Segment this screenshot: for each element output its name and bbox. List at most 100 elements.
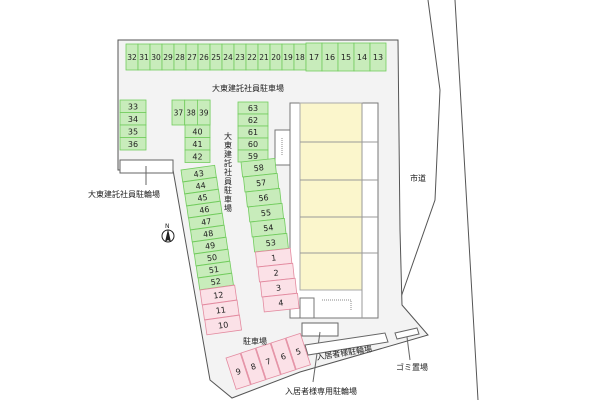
slot-number: 58 bbox=[253, 163, 264, 173]
staff-parking-label: 大東建託社員駐車場 bbox=[212, 83, 284, 93]
slot-box bbox=[285, 332, 311, 370]
slot-number: 49 bbox=[204, 241, 215, 251]
slot-number: 27 bbox=[187, 53, 197, 62]
slot-number: 22 bbox=[247, 53, 257, 62]
staff-parking-slot: 46 bbox=[186, 200, 223, 219]
resident-private-bicycle-label: 入居者様専用駐輪場 bbox=[285, 386, 357, 396]
slot-number: 43 bbox=[193, 169, 204, 179]
building-dividers bbox=[300, 103, 378, 318]
slot-number: 20 bbox=[271, 53, 281, 62]
slot-number: 12 bbox=[213, 290, 224, 300]
slot-number: 25 bbox=[211, 53, 221, 62]
staff-parking-slot: 26 bbox=[197, 43, 211, 71]
slot-number: 1 bbox=[271, 253, 277, 262]
resident-bicycle-area bbox=[304, 332, 389, 356]
city-road-label: 市道 bbox=[410, 173, 426, 183]
slot-box bbox=[119, 137, 147, 151]
road-edge bbox=[399, 0, 441, 301]
resident-parking-slot: 10 bbox=[204, 314, 242, 336]
staff-parking-slot: 24 bbox=[221, 43, 235, 71]
slot-number: 59 bbox=[248, 152, 258, 161]
slot-number: 51 bbox=[208, 265, 219, 275]
garbage-label: ゴミ置場 bbox=[396, 362, 428, 372]
resident-parking-slot: 9 bbox=[225, 352, 251, 390]
slot-box bbox=[369, 42, 387, 72]
slot-number: 50 bbox=[206, 253, 217, 263]
slot-number: 9 bbox=[235, 367, 243, 377]
slot-box bbox=[270, 337, 296, 375]
road-edge bbox=[454, 0, 479, 400]
staff-parking-slot: 52 bbox=[197, 272, 234, 291]
slot-number: 57 bbox=[256, 178, 267, 188]
slot-number: 46 bbox=[199, 205, 210, 215]
staff-parking-slot: 29 bbox=[161, 43, 175, 71]
slot-number: 4 bbox=[278, 298, 284, 307]
leader-line bbox=[312, 331, 321, 383]
slot-box bbox=[262, 292, 300, 313]
staff-parking-slot: 34 bbox=[119, 112, 147, 126]
slot-number: 42 bbox=[192, 152, 202, 161]
slot-number: 53 bbox=[265, 238, 276, 248]
slot-box bbox=[225, 352, 251, 390]
staff-parking-slot: 40 bbox=[184, 124, 211, 138]
slot-number: 17 bbox=[309, 53, 319, 62]
staff-parking-slot: 32 bbox=[125, 43, 139, 71]
staff-parking-slot: 41 bbox=[184, 137, 211, 151]
staff-parking-slot: 35 bbox=[119, 124, 147, 138]
slot-number: 26 bbox=[199, 53, 209, 62]
staff-parking-slot: 55 bbox=[247, 203, 285, 223]
slot-number: 33 bbox=[128, 102, 138, 111]
slot-number: 15 bbox=[341, 53, 351, 62]
staff-parking-slot: 28 bbox=[173, 43, 187, 71]
parking-label: 駐車場 bbox=[243, 336, 267, 346]
slot-number: 8 bbox=[250, 362, 258, 372]
staff-parking-slot: 23 bbox=[233, 43, 247, 71]
staff-parking-slot: 13 bbox=[369, 42, 387, 72]
slot-number: 32 bbox=[127, 53, 137, 62]
building-annex bbox=[299, 297, 315, 319]
slot-number: 40 bbox=[192, 127, 202, 136]
staff-parking-slot: 62 bbox=[237, 113, 269, 127]
slot-number: 2 bbox=[273, 268, 279, 277]
garbage-area bbox=[394, 327, 420, 340]
staff-parking-slot: 22 bbox=[245, 43, 259, 71]
slot-number: 21 bbox=[259, 53, 269, 62]
slot-number: 60 bbox=[248, 140, 258, 149]
slot-box bbox=[255, 342, 281, 380]
slot-number: 62 bbox=[248, 116, 258, 125]
leader-line bbox=[406, 336, 411, 361]
slot-number: 23 bbox=[235, 53, 245, 62]
slot-number: 14 bbox=[357, 53, 367, 62]
slot-number: 30 bbox=[151, 53, 161, 62]
slot-number: 48 bbox=[203, 229, 214, 239]
slot-number: 63 bbox=[248, 104, 258, 113]
staff-parking-slot: 17 bbox=[305, 42, 323, 72]
slot-number: 44 bbox=[195, 181, 206, 191]
staff-parking-slot: 19 bbox=[281, 43, 295, 71]
staff-parking-slot: 30 bbox=[149, 43, 163, 71]
resident-parking-slot: 5 bbox=[285, 332, 311, 370]
slot-number: 10 bbox=[218, 320, 229, 330]
slot-number: 34 bbox=[128, 115, 138, 124]
slot-number: 7 bbox=[265, 357, 273, 367]
staff-parking-slot: 39 bbox=[196, 99, 211, 126]
staff-parking-slot: 18 bbox=[293, 43, 307, 71]
resident-parking-slot: 8 bbox=[240, 347, 266, 385]
slot-number: 55 bbox=[260, 208, 271, 218]
slot-box bbox=[240, 347, 266, 385]
resident-parking-slot: 7 bbox=[255, 342, 281, 380]
staff-parking-slot: 20 bbox=[269, 43, 283, 71]
staff-parking-slot: 25 bbox=[209, 43, 223, 71]
slot-box bbox=[184, 149, 211, 163]
slot-number: 5 bbox=[295, 347, 303, 357]
staff-parking-slot: 63 bbox=[237, 101, 269, 115]
staff-parking-vertical-label: 大東建託社員駐車場 bbox=[224, 131, 233, 213]
slot-number: 11 bbox=[215, 305, 226, 315]
staff-parking-slot: 58 bbox=[240, 158, 277, 178]
slot-number: 29 bbox=[163, 53, 173, 62]
slot-number: 52 bbox=[210, 277, 221, 287]
slot-number: 47 bbox=[201, 217, 212, 227]
slot-number: 24 bbox=[223, 53, 233, 62]
resident-private-bicycle-area bbox=[301, 322, 339, 337]
slot-number: 38 bbox=[186, 109, 196, 118]
